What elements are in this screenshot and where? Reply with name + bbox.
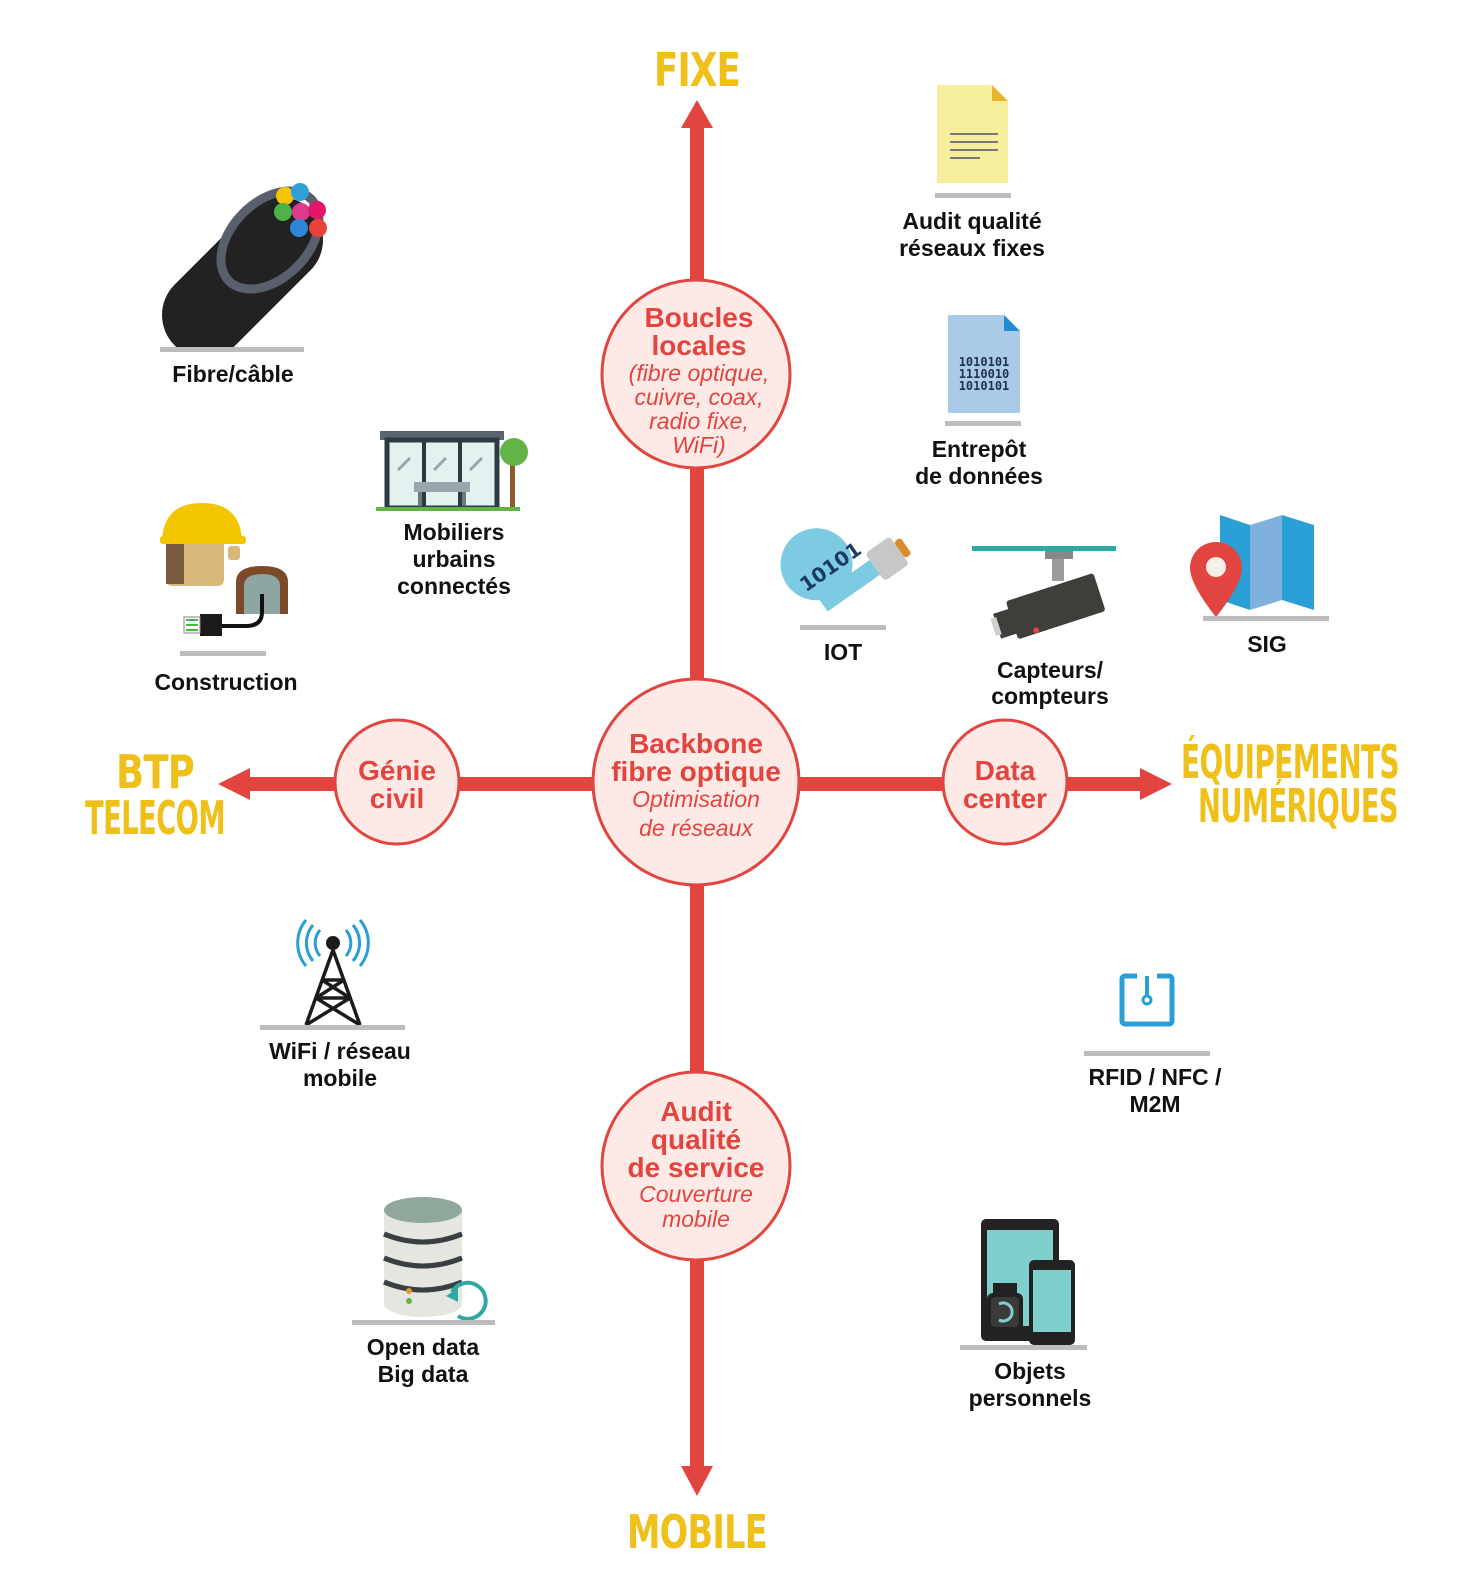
item-label: Construction xyxy=(154,669,297,695)
item-label: réseaux fixes xyxy=(899,235,1045,261)
item-entrepot-donnees: 1010101 1110010 1010101 Entrepôt de donn… xyxy=(915,315,1043,489)
axis-label-top: FIXE xyxy=(654,43,740,97)
fibre-cable-icon xyxy=(162,183,327,350)
node-subtitle-line: radio fixe, xyxy=(649,408,749,434)
node-boucles-locales: Boucles locales (fibre optique, cuivre, … xyxy=(600,278,792,470)
item-label: Mobiliers xyxy=(404,519,505,545)
node-title-line: Génie xyxy=(358,755,436,786)
item-capteurs-compteurs: Capteurs/ compteurs xyxy=(972,546,1116,709)
item-label: IOT xyxy=(824,639,862,665)
node-title-line: fibre optique xyxy=(611,756,781,787)
binary-file-icon: 1010101 1110010 1010101 xyxy=(948,315,1020,413)
node-title-line: Data xyxy=(975,755,1036,786)
item-label: Big data xyxy=(378,1361,469,1387)
arrow-right-icon xyxy=(1140,768,1172,800)
item-audit-reseaux-fixes: Audit qualité réseaux fixes xyxy=(899,85,1045,261)
node-subtitle-line: WiFi) xyxy=(672,432,725,458)
axis-label-bottom: MOBILE xyxy=(627,1505,767,1559)
arrow-down-icon xyxy=(681,1466,713,1496)
item-wifi-reseau-mobile: WiFi / réseau mobile xyxy=(260,919,411,1091)
item-label: urbains xyxy=(412,546,495,572)
rfid-tag-icon xyxy=(1119,972,1175,1027)
document-icon xyxy=(937,85,1008,183)
binary-text: 1010101 xyxy=(959,379,1010,393)
item-label: M2M xyxy=(1129,1091,1180,1117)
item-iot: 10101 IOT xyxy=(780,528,911,665)
node-backbone: Backbone fibre optique Optimisation de r… xyxy=(591,677,801,887)
item-sig: SIG xyxy=(1190,515,1329,657)
node-title-line: Backbone xyxy=(629,728,763,759)
arrow-left-icon xyxy=(218,768,250,800)
axis-label-left-line1: BTP xyxy=(116,745,194,799)
lightbulb-icon: 10101 xyxy=(780,528,911,612)
item-open-big-data: Open data Big data xyxy=(352,1197,495,1387)
item-label: Objets xyxy=(994,1358,1066,1384)
arrow-up-icon xyxy=(681,100,713,128)
axis-label-right-line2: NUMÉRIQUES xyxy=(1198,779,1398,833)
node-subtitle-line: Optimisation xyxy=(632,786,760,812)
database-icon xyxy=(383,1197,488,1321)
item-label: Entrepôt xyxy=(932,436,1027,462)
node-title-line: locales xyxy=(652,330,747,361)
item-mobiliers-urbains: Mobiliers urbains connectés xyxy=(376,431,528,599)
node-audit-qualite-service: Audit qualité de service Couverture mobi… xyxy=(600,1070,792,1262)
item-label: compteurs xyxy=(991,683,1109,709)
item-construction: Construction xyxy=(154,503,298,695)
node-subtitle-line: de réseaux xyxy=(639,815,754,841)
node-title-line: Audit xyxy=(660,1096,732,1127)
node-subtitle-line: cuivre, coax, xyxy=(634,384,763,410)
axis-label-left-line2: TELECOM xyxy=(85,791,225,845)
node-subtitle-line: (fibre optique, xyxy=(629,360,770,386)
node-data-center: Data center xyxy=(941,718,1069,846)
antenna-tower-icon xyxy=(296,919,370,1027)
item-label: connectés xyxy=(397,573,511,599)
item-rfid-nfc-m2m: RFID / NFC / M2M xyxy=(1084,972,1222,1117)
camera-icon xyxy=(972,546,1116,639)
devices-icon xyxy=(981,1219,1075,1345)
item-label: Open data xyxy=(367,1334,480,1360)
node-title-line: Boucles xyxy=(645,302,754,333)
node-title-line: qualité xyxy=(651,1124,741,1155)
item-label: Fibre/câble xyxy=(172,361,293,387)
node-title-line: civil xyxy=(370,783,424,814)
axis-label-right-line1: ÉQUIPEMENTS xyxy=(1181,735,1399,789)
node-subtitle-line: mobile xyxy=(662,1206,730,1232)
construction-worker-icon xyxy=(160,503,288,636)
node-title-line: center xyxy=(963,783,1047,814)
item-label: de données xyxy=(915,463,1043,489)
node-subtitle-line: Couverture xyxy=(639,1181,753,1207)
bus-shelter-icon xyxy=(376,431,528,511)
item-label: Audit qualité xyxy=(902,208,1041,234)
item-objets-personnels: Objets personnels xyxy=(960,1219,1091,1411)
item-label: RFID / NFC / xyxy=(1089,1064,1222,1090)
binary-text: 1010101 xyxy=(959,355,1010,369)
item-label: Capteurs/ xyxy=(997,657,1104,683)
item-label: SIG xyxy=(1247,631,1287,657)
node-title-line: de service xyxy=(628,1152,765,1183)
map-pin-icon xyxy=(1190,515,1314,617)
item-label: personnels xyxy=(969,1385,1092,1411)
binary-text: 1110010 xyxy=(959,367,1010,381)
item-label: WiFi / réseau xyxy=(269,1038,411,1064)
node-genie-civil: Génie civil xyxy=(333,718,461,846)
item-label: mobile xyxy=(303,1065,377,1091)
item-fibre-cable: Fibre/câble xyxy=(160,183,327,387)
